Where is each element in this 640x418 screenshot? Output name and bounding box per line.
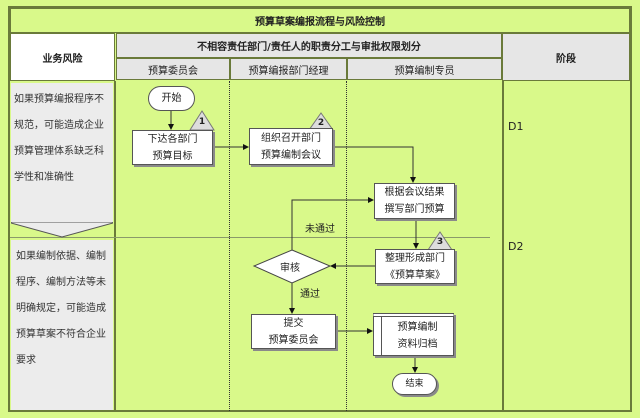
node-label: 提交 [283, 317, 304, 329]
risk-text-d2: 如果编制依据、编制程序、编制方法等未明确规定，可能造成预算草案不符合企业要求 [11, 240, 113, 410]
page-title: 预算草案编报流程与风险控制 [10, 8, 630, 33]
end-node[interactable]: 结束 [392, 373, 437, 395]
marker-1: 1 [198, 117, 206, 127]
node-write-budget[interactable]: 根据会议结果撰写部门预算 [374, 183, 455, 219]
stage-d1: D1 [508, 120, 524, 133]
node-label: 撰写部门预算 [384, 204, 445, 215]
outer-frame [8, 6, 632, 412]
row-divider [10, 237, 490, 238]
lane-divider [346, 81, 347, 411]
node-compile-draft[interactable]: 整理形成部门《预算草案》 [375, 249, 455, 284]
header-stage: 阶段 [502, 33, 630, 81]
node-label: 组织召开部门 [261, 132, 321, 144]
stage-column-border [502, 81, 504, 411]
node-label: 预算编制 [397, 322, 438, 333]
header-division: 不相容责任部门/责任人的职责分工与审批权限划分 [116, 33, 502, 58]
edge-label-fail: 未通过 [305, 224, 335, 235]
risk-column-border [114, 81, 116, 411]
archive-side-bar [381, 317, 382, 355]
header-risk: 业务风险 [10, 33, 115, 81]
node-label: 根据会议结果 [384, 187, 445, 198]
node-issue-targets[interactable]: 下达各部门预算目标 [132, 130, 213, 165]
marker-3: 3 [436, 237, 444, 247]
node-label: 下达各部门 [147, 133, 198, 145]
node-label: 预算编制会议 [261, 149, 321, 161]
review-label[interactable]: 审核 [280, 263, 300, 274]
node-label: 整理形成部门 [385, 252, 445, 264]
marker-2: 2 [317, 118, 325, 128]
node-hold-meeting[interactable]: 组织召开部门预算编制会议 [249, 128, 333, 165]
review-diamond [252, 249, 332, 284]
risk-chevron [11, 222, 113, 238]
node-submit-committee[interactable]: 提交预算委员会 [251, 314, 336, 349]
node-label: 预算目标 [152, 150, 193, 162]
risk-text-d1: 如果预算编报程序不规范，可能造成企业预算管理体系缺乏科学性和准确性 [11, 83, 113, 223]
node-archive[interactable]: 预算编制资料归档 [373, 313, 454, 356]
start-node[interactable]: 开始 [148, 86, 195, 111]
stage-d2: D2 [508, 240, 524, 253]
node-label: 《预算草案》 [385, 269, 445, 281]
header-lane-manager: 预算编报部门经理 [230, 58, 347, 80]
node-label: 资料归档 [397, 339, 438, 350]
edge-label-pass: 通过 [300, 289, 320, 300]
header-lane-specialist: 预算编制专员 [347, 58, 502, 80]
header-lane-committee: 预算委员会 [116, 58, 230, 80]
node-label: 预算委员会 [268, 334, 319, 346]
lane-divider [229, 81, 230, 411]
